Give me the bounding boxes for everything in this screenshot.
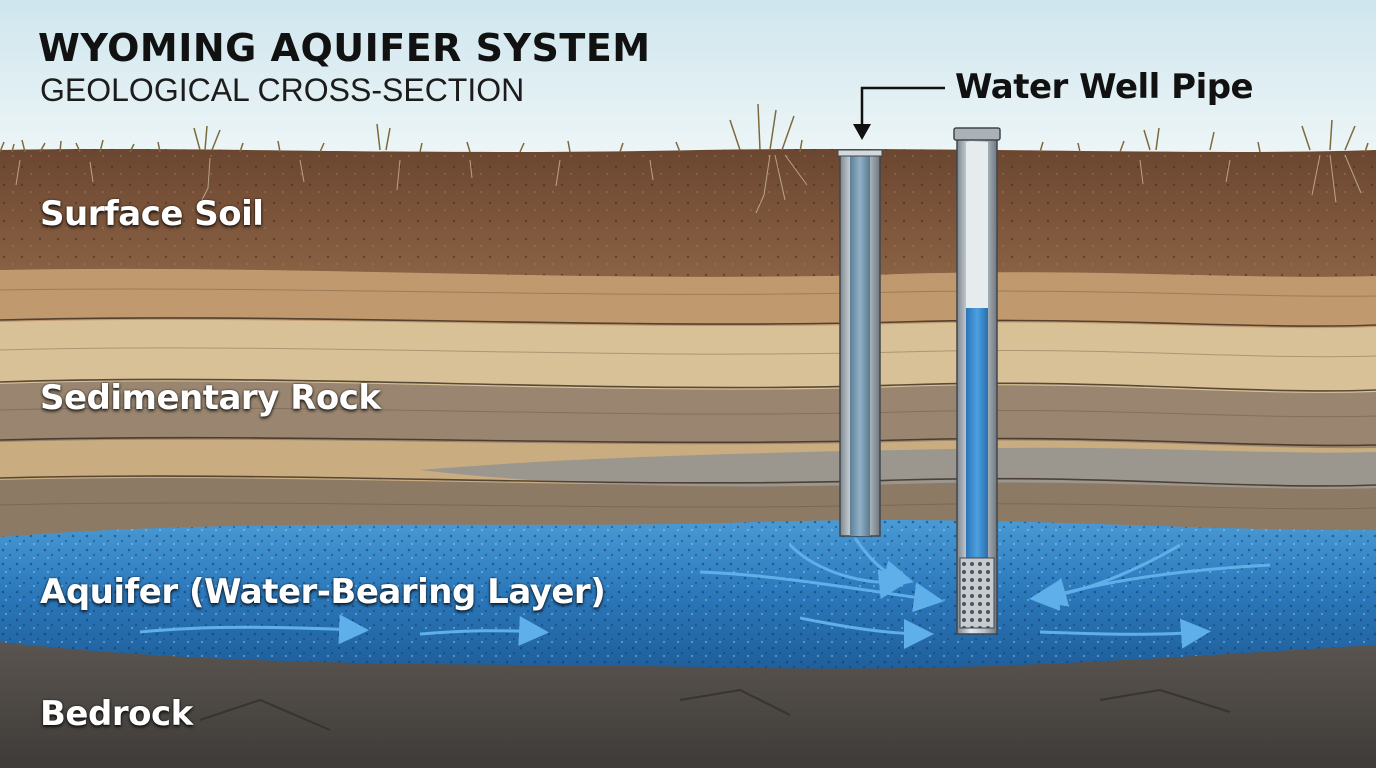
page-title: WYOMING AQUIFER SYSTEM — [38, 26, 651, 70]
page-subtitle: GEOLOGICAL CROSS-SECTION — [40, 72, 525, 108]
sedimentary-rock-label: Sedimentary Rock — [40, 378, 381, 418]
bedrock-layer — [0, 640, 1376, 768]
water-column — [966, 308, 988, 558]
bedrock-label: Bedrock — [40, 694, 193, 734]
grey-shale-lens — [420, 447, 1376, 489]
groundwater-flow-arrows — [139, 537, 1271, 649]
callout-arrow — [860, 86, 945, 132]
grass-surface — [0, 103, 1369, 153]
surface-soil-label: Surface Soil — [40, 194, 264, 234]
water-well-pipe-label: Water Well Pipe — [955, 67, 1254, 107]
water-well-pipe — [953, 127, 1001, 635]
aquifer-label: Aquifer (Water-Bearing Layer) — [40, 572, 606, 612]
sediment-band — [0, 476, 1376, 537]
sky — [0, 0, 1376, 160]
well-screen — [959, 557, 995, 629]
monitoring-well-pipe — [837, 149, 883, 537]
